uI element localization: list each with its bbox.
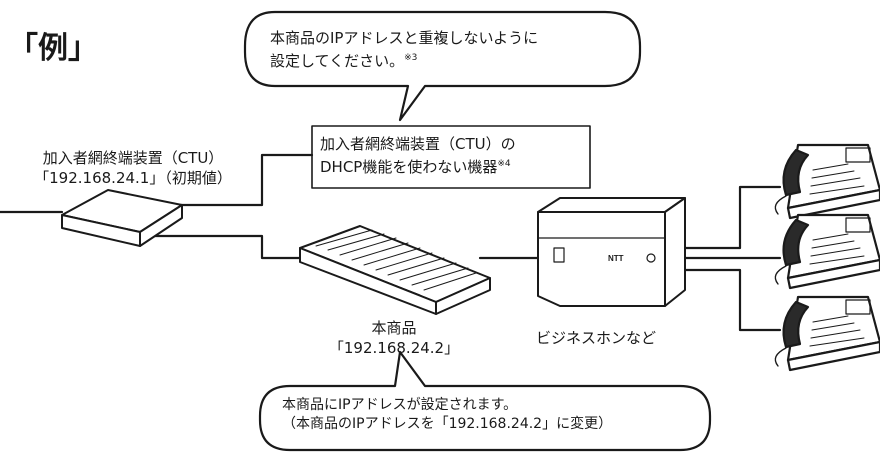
- device-box-text: 加入者網終端装置（CTU）の DHCP機能を使わない機器※4: [320, 134, 516, 177]
- cable-ctu-to-device-box: [176, 153, 314, 207]
- speech-bubble-bottom: [258, 350, 712, 452]
- device-box-note: ※4: [497, 159, 511, 169]
- product-name: 本商品: [371, 319, 417, 337]
- example-title: 「例」: [8, 31, 98, 66]
- phone-1-icon: [774, 143, 880, 220]
- cable-phone-system-to-phones: [678, 185, 782, 332]
- device-info-box: [311, 125, 591, 189]
- bubble-top-text: 本商品のIPアドレスと重複しないように 設定してください。※3: [270, 28, 538, 71]
- bubble-top-line2: 設定してください。: [270, 52, 405, 70]
- ctu-label: 加入者網終端装置（CTU） 「192.168.24.1」（初期値）: [4, 148, 262, 188]
- product-label: 本商品 「192.168.24.2」: [314, 318, 474, 358]
- bubble-bottom-line1: 本商品にIPアドレスが設定されます。: [282, 397, 518, 413]
- phone-system-brand: NTT: [608, 254, 624, 263]
- speech-bubble-top: [243, 10, 642, 122]
- phone-2-icon: [774, 213, 880, 290]
- bubble-bottom-line2: （本商品のIPアドレスを「192.168.24.2」に変更）: [282, 416, 613, 432]
- phone-system-label: ビジネスホンなど: [536, 329, 657, 347]
- phone-3-icon: [774, 295, 880, 372]
- product-router-icon: [299, 225, 491, 315]
- product-ip: 「192.168.24.2」: [328, 339, 460, 357]
- cable-ctu-to-product: [153, 234, 302, 260]
- bubble-top-line1: 本商品のIPアドレスと重複しないように: [270, 29, 539, 47]
- bubble-bottom-text: 本商品にIPアドレスが設定されます。 （本商品のIPアドレスを「192.168.…: [282, 396, 612, 434]
- bubble-top-note: ※3: [404, 53, 418, 63]
- ctu-ip: 「192.168.24.1」（初期値）: [34, 169, 232, 187]
- device-box-line2: DHCP機能を使わない機器: [320, 158, 498, 176]
- phone-system-icon: [537, 197, 686, 307]
- ctu-name: 加入者網終端装置（CTU）: [42, 149, 224, 167]
- device-box-line1: 加入者網終端装置（CTU）の: [320, 135, 516, 153]
- ctu-device-icon: [61, 189, 183, 247]
